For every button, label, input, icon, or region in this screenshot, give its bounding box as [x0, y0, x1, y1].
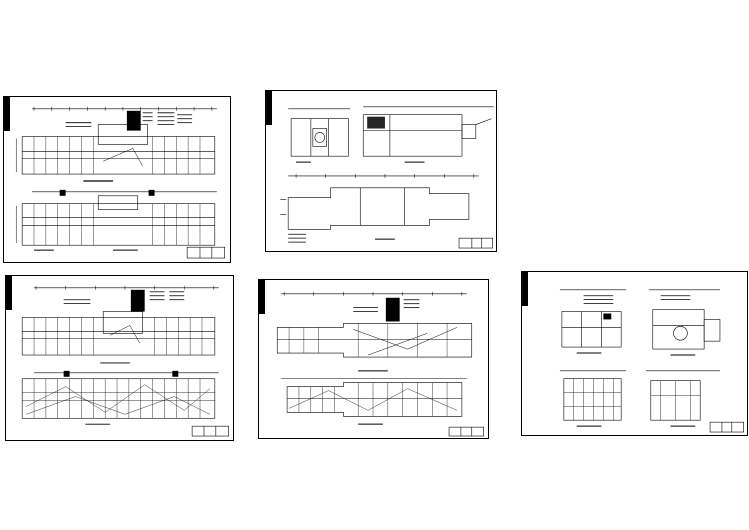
sheet-2-drawing — [280, 106, 494, 249]
drawing-sheet-2 — [265, 90, 497, 252]
drawing-sheet-5 — [521, 271, 748, 436]
sheet-4-drawing — [276, 291, 484, 437]
sheet-3-drawing — [21, 285, 229, 437]
sheet-5-drawing — [559, 289, 744, 433]
drawing-sheet-4 — [258, 279, 489, 439]
drawing-sheet-3 — [5, 275, 234, 441]
sheet-binding-tab — [259, 280, 265, 314]
sheet-1-drawing — [15, 106, 225, 259]
sheet-binding-tab — [4, 97, 10, 131]
drawing-sheet-1 — [3, 96, 231, 263]
sheet-binding-tab — [522, 272, 528, 306]
sheet-binding-tab — [266, 91, 272, 125]
sheet-binding-tab — [6, 276, 12, 310]
